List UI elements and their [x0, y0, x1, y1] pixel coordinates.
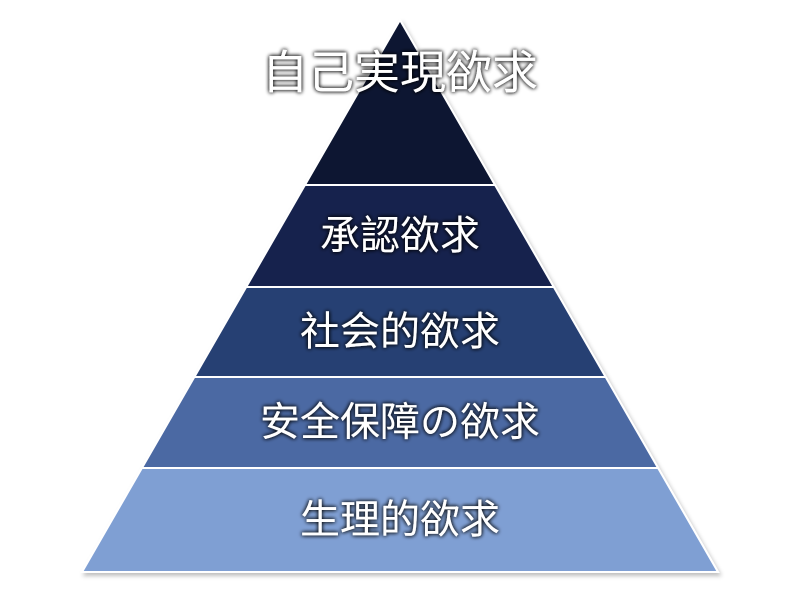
pyramid-tier-label-5: 生理的欲求	[300, 497, 500, 543]
pyramid-tier-label-2: 承認欲求	[320, 213, 480, 259]
pyramid-tier-label-1: 自己実現欲求	[262, 46, 538, 100]
pyramid-tier-label-4: 安全保障の欲求	[260, 400, 540, 446]
pyramid-tier-label-3: 社会的欲求	[300, 309, 500, 355]
pyramid-tier-5	[80, 467, 720, 573]
